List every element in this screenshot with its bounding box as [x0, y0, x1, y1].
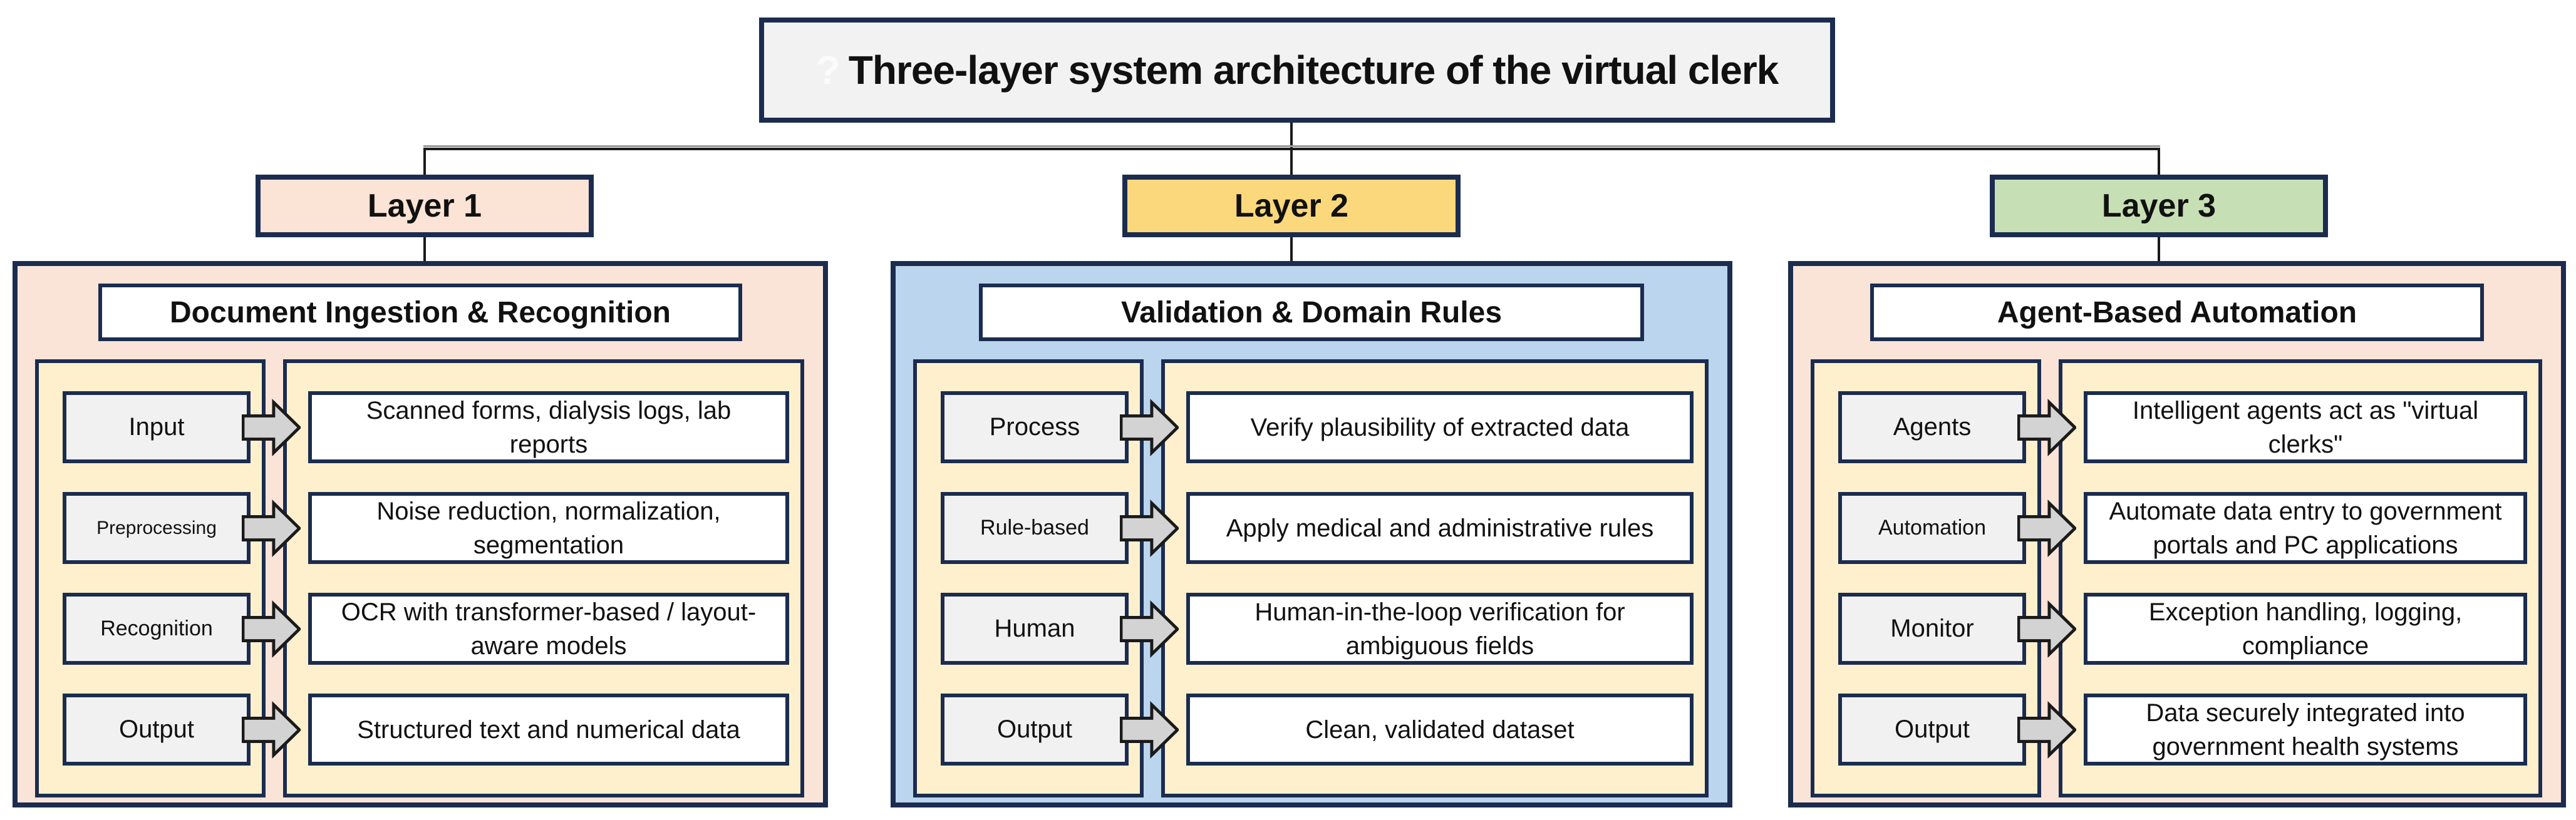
- layer1-chip-label: Layer 1: [367, 188, 482, 224]
- layer1-row1-label-box: Input: [63, 391, 301, 463]
- layer2-row4-label-box: Output: [941, 694, 1179, 766]
- layer2-row4-desc-box: Clean, validated dataset: [1186, 694, 1694, 766]
- layer1-row2-label: Preprocessing: [96, 517, 217, 538]
- layer2-body: Process Rule-based Human Output Verify p…: [896, 359, 1727, 818]
- layer1-body: Input Preprocessing Recognition Output S…: [18, 359, 823, 818]
- layer1-label-column: Input Preprocessing Recognition Output: [35, 359, 301, 797]
- page-title: Three-layer system architecture of the v…: [848, 48, 1779, 93]
- layer3-row4-desc: Data securely integrated into government…: [2146, 699, 2465, 761]
- layer1-row2-desc-box: Noise reduction, normalization, segmenta…: [308, 492, 789, 564]
- layer3-row2-desc-box: Automate data entry to government portal…: [2084, 492, 2527, 564]
- layer1-row1-desc: Scanned forms, dialysis logs, lab report…: [366, 396, 732, 458]
- right-arrow-icon: [1120, 700, 1179, 759]
- layer3-chip: Layer 3: [1990, 175, 2328, 237]
- right-arrow-icon: [1120, 499, 1179, 557]
- layer1-row4-label: Output: [118, 715, 195, 743]
- layer2-row2-desc-box: Apply medical and administrative rules: [1186, 492, 1694, 564]
- layer2-row3-label-box: Human: [941, 593, 1179, 665]
- connector-chip1-panel: [423, 236, 426, 262]
- connector-chip3-panel: [2158, 236, 2160, 262]
- connector-title-drop: [1290, 123, 1293, 148]
- layer2-row3-label: Human: [994, 615, 1075, 642]
- connector-horizontal-shadow: [423, 145, 2160, 147]
- layer1-row2-label-box: Preprocessing: [63, 492, 301, 564]
- layer3-row4-desc-box: Data securely integrated into government…: [2084, 694, 2527, 766]
- connector-drop-layer1: [423, 148, 426, 176]
- layer2-chip: Layer 2: [1122, 175, 1461, 237]
- layer2-row4-label: Output: [996, 715, 1073, 743]
- layer2-row1-label: Process: [989, 413, 1080, 441]
- layer2-heading: Validation & Domain Rules: [978, 284, 1645, 341]
- right-arrow-icon: [1120, 600, 1179, 658]
- layer1-row3-label-box: Recognition: [63, 593, 301, 665]
- layer1-row2-desc: Noise reduction, normalization, segmenta…: [376, 497, 721, 559]
- layer3-row1-label-box: Agents: [1838, 391, 2076, 463]
- layer1-row4-desc: Structured text and numerical data: [357, 715, 740, 744]
- layer3-row4-label-box: Output: [1838, 694, 2076, 766]
- layer1-desc-column: Scanned forms, dialysis logs, lab report…: [283, 359, 804, 797]
- layer3-row1-desc: Intelligent agents act as "virtual clerk…: [2132, 396, 2479, 458]
- layer2-row1-label-box: Process: [941, 391, 1179, 463]
- layer1-heading: Document Ingestion & Recognition: [98, 284, 743, 341]
- layer3-row1-desc-box: Intelligent agents act as "virtual clerk…: [2084, 391, 2527, 463]
- layer3-row3-label: Monitor: [1890, 615, 1974, 642]
- layer2-row2-desc: Apply medical and administrative rules: [1226, 514, 1654, 542]
- layer2-chip-label: Layer 2: [1234, 188, 1349, 224]
- layer2-row2-label: Rule-based: [980, 516, 1089, 540]
- layer3-row4-label: Output: [1894, 715, 1970, 743]
- right-arrow-icon: [2017, 600, 2076, 658]
- right-arrow-icon: [242, 499, 301, 557]
- layer3-row2-desc: Automate data entry to government portal…: [2109, 497, 2502, 559]
- layer3-panel: Agent-Based Automation Agents Automation…: [1788, 261, 2566, 807]
- right-arrow-icon: [242, 398, 301, 456]
- layer3-row3-label-box: Monitor: [1838, 593, 2076, 665]
- layer2-desc-column: Verify plausibility of extracted data Ap…: [1161, 359, 1709, 797]
- layer1-chip: Layer 1: [256, 175, 594, 237]
- connector-chip2-panel: [1290, 236, 1293, 262]
- layer3-body: Agents Automation Monitor Output Intelli…: [1793, 359, 2561, 818]
- layer3-row2-label: Automation: [1878, 516, 1986, 540]
- right-arrow-icon: [2017, 398, 2076, 456]
- layer1-row1-label: Input: [128, 413, 185, 441]
- layer3-row2-label-box: Automation: [1838, 492, 2076, 564]
- layer1-row1-desc-box: Scanned forms, dialysis logs, lab report…: [308, 391, 789, 463]
- layer1-row3-desc: OCR with transformer-based / layout-awar…: [341, 598, 757, 660]
- layer2-panel: Validation & Domain Rules Process Rule-b…: [891, 261, 1732, 807]
- layer2-row1-desc: Verify plausibility of extracted data: [1250, 413, 1630, 441]
- title-question-mark: ?: [815, 48, 841, 93]
- layer3-heading: Agent-Based Automation: [1870, 284, 2485, 341]
- layer3-label-column: Agents Automation Monitor Output: [1811, 359, 2076, 797]
- layer2-row2-label-box: Rule-based: [941, 492, 1179, 564]
- right-arrow-icon: [2017, 700, 2076, 759]
- layer2-row4-desc: Clean, validated dataset: [1305, 715, 1575, 744]
- layer1-row3-label: Recognition: [100, 617, 213, 640]
- layer3-chip-label: Layer 3: [2101, 188, 2216, 224]
- layer2-row1-desc-box: Verify plausibility of extracted data: [1186, 391, 1694, 463]
- connector-drop-layer3: [2158, 148, 2160, 176]
- title-box: ? Three-layer system architecture of the…: [759, 18, 1835, 123]
- right-arrow-icon: [242, 700, 301, 759]
- layer3-row3-desc: Exception handling, logging, compliance: [2148, 598, 2463, 660]
- layer3-desc-column: Intelligent agents act as "virtual clerk…: [2059, 359, 2542, 797]
- connector-drop-layer2: [1290, 148, 1293, 176]
- layer1-row4-desc-box: Structured text and numerical data: [308, 694, 789, 766]
- right-arrow-icon: [242, 600, 301, 658]
- layer1-panel: Document Ingestion & Recognition Input P…: [13, 261, 828, 807]
- layer1-row3-desc-box: OCR with transformer-based / layout-awar…: [308, 593, 789, 665]
- layer3-row1-label: Agents: [1893, 413, 1972, 441]
- layer3-row3-desc-box: Exception handling, logging, compliance: [2084, 593, 2527, 665]
- layer2-row3-desc: Human-in-the-loop verification for ambig…: [1254, 598, 1625, 660]
- right-arrow-icon: [2017, 499, 2076, 557]
- layer2-label-column: Process Rule-based Human Output: [913, 359, 1179, 797]
- layer1-row4-label-box: Output: [63, 694, 301, 766]
- layer2-row3-desc-box: Human-in-the-loop verification for ambig…: [1186, 593, 1694, 665]
- right-arrow-icon: [1120, 398, 1179, 456]
